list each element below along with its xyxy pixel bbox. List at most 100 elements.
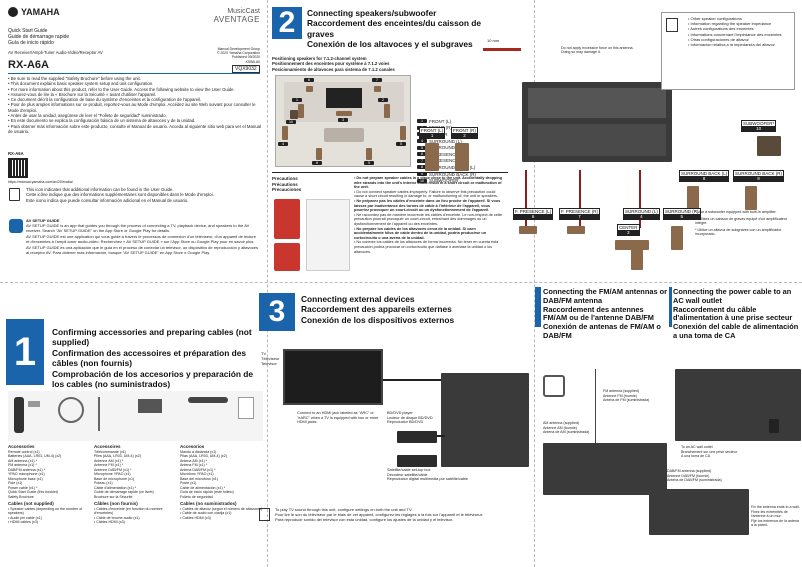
tv-label: TV Téléviseur Televisor bbox=[261, 351, 280, 366]
config-link[interactable]: Information regarding the speaker impeda… bbox=[688, 21, 790, 26]
sub-note: * Utilisez un caisson de graves équipé d… bbox=[695, 216, 788, 226]
accessory-item: Base de microphone (x1) bbox=[94, 476, 135, 481]
outlet-label: To an AC wall outlet Branchement sur une… bbox=[681, 445, 737, 458]
room-tag: 7 bbox=[372, 78, 382, 82]
rear-label-text: CENTER bbox=[619, 225, 638, 230]
microphone-icon bbox=[138, 399, 162, 413]
av-setup-es: AV SETUP GUIDE es una aplicación que le … bbox=[26, 245, 258, 255]
room-tag: 8 bbox=[312, 161, 322, 165]
fix-note: Fix the antenna ends to a wall. Fixez le… bbox=[751, 505, 800, 527]
note-icon bbox=[9, 188, 20, 201]
room-diagram: 1 2 3 4 5 6 7 8 9 10 bbox=[275, 75, 411, 167]
rear-label-code: 9 bbox=[734, 176, 784, 181]
step2-panel: 2 Connecting speakers/subwoofer Raccorde… bbox=[267, 0, 802, 282]
room-tag: 9 bbox=[364, 161, 374, 165]
rear-label-text: SURROUND (R) bbox=[665, 209, 699, 214]
receiver-power-panel bbox=[675, 369, 801, 441]
precaution-text: Ne préparez pas les câbles d'enceinte da… bbox=[354, 199, 506, 213]
config-link[interactable]: Información relativa a la impedancia del… bbox=[688, 42, 790, 47]
positioning-en: Positioning speakers for 7.1.2-channel s… bbox=[272, 56, 367, 61]
fold-line bbox=[267, 0, 268, 567]
legend-name: SURROUND BACK (R) bbox=[429, 171, 477, 177]
speaker-wire bbox=[525, 170, 527, 230]
power-cable-icon bbox=[188, 397, 228, 403]
cables-title: Cables (not supplied) bbox=[8, 501, 54, 506]
speaker-icon bbox=[316, 148, 322, 160]
rear-label-text: F. PRESENCE (L) bbox=[515, 209, 552, 214]
av-setup-fr: AV SETUP GUIDE est une application qui v… bbox=[26, 234, 256, 244]
accessory-item: Guide de démarrage rapide (ce livret) bbox=[94, 490, 154, 494]
speaker-terminals bbox=[528, 124, 666, 156]
accessories-title: Accesorios bbox=[180, 444, 205, 449]
note-text: This icon indicates that additional info… bbox=[26, 187, 174, 192]
speaker-icon bbox=[282, 126, 288, 140]
speaker-icon bbox=[615, 240, 649, 250]
config-link[interactable]: Other speaker configurations bbox=[688, 16, 790, 21]
cable-item: Cables HDMI (x3) bbox=[180, 516, 264, 521]
config-link[interactable]: Autres configurations des enceintes bbox=[688, 26, 790, 31]
speaker-icon bbox=[687, 186, 699, 210]
room-tag: 3 bbox=[338, 118, 348, 122]
legend-code: 8 bbox=[417, 165, 427, 170]
musiccast-logo: MusicCast AVENTAGE bbox=[206, 8, 260, 24]
accessory-item: Remote control (x1) bbox=[8, 449, 40, 454]
step5-title-en: Connecting the power cable to an AC wall… bbox=[673, 287, 792, 305]
other-configs-box: Other speaker configurations Information… bbox=[661, 12, 795, 90]
rear-label-sr-r: SURROUND (R)5 bbox=[663, 208, 701, 220]
wire-note: Do not apply excessive force on this ant… bbox=[561, 46, 634, 55]
room-tag: 2 bbox=[378, 98, 388, 102]
legend-code: 1 bbox=[417, 119, 427, 124]
cable-prep-illustration bbox=[306, 199, 350, 271]
accessories-fr: Accessoires Télécommande (x1) Piles (AAA… bbox=[94, 444, 176, 525]
icon-notes: This icon indicates that additional info… bbox=[26, 187, 258, 203]
legend-name: F. PRESENCE (L) bbox=[429, 151, 466, 157]
sofa-icon bbox=[324, 128, 364, 142]
manual-url[interactable]: https://manual.yamaha.com/av/20/rxa6a/ bbox=[8, 180, 73, 184]
step5-panel: Connecting the power cable to an AC wall… bbox=[649, 283, 802, 567]
cable-warning-icon bbox=[274, 199, 300, 239]
rear-label-text: SURROUND BACK (L) bbox=[681, 171, 728, 176]
accessory-item: Antenne AM (x1) * bbox=[94, 458, 124, 463]
cover-title: Quick Start Guide bbox=[8, 28, 48, 34]
step4-title-en: Connecting the FM/AM antennas or DAB/FM … bbox=[543, 287, 667, 305]
legend-name: SURROUND (R) bbox=[429, 145, 463, 151]
precautions-title: Precautions Précautions Precauciones bbox=[272, 176, 304, 193]
musiccast-bottom: AVENTAGE bbox=[213, 15, 260, 24]
note-text: Cette icône indique que des informations… bbox=[26, 192, 214, 198]
config-link[interactable]: Otras configuraciones de altavoz bbox=[688, 37, 790, 42]
published: Published 09/2020 bbox=[231, 55, 260, 60]
accessory-item: Cable de alimentación (x1) * bbox=[180, 485, 226, 490]
config-link[interactable]: Informations concernant l'impédance des … bbox=[688, 32, 790, 37]
legend-code: 9 bbox=[417, 172, 427, 177]
room-tag: 1 bbox=[292, 98, 302, 102]
cover-title: Guide de démarrage rapide bbox=[8, 34, 70, 40]
accessory-item: Safety Brochure bbox=[8, 494, 34, 499]
note-icon bbox=[666, 18, 678, 32]
legend-code: 4 bbox=[417, 139, 427, 144]
precaution-text: No conecte los cables de los altavoces d… bbox=[354, 240, 506, 254]
rear-label-text: SURROUND (L) bbox=[625, 209, 658, 214]
manual-dev: Manual Development Group bbox=[217, 47, 260, 51]
sub-notes: * Use a subwoofer equipped with built-in… bbox=[695, 210, 799, 237]
speaker-icon bbox=[374, 86, 381, 92]
rear-label-sb-r: SURROUND BACK (R)9 bbox=[733, 170, 785, 182]
positioning-es: Posicionamiento de altavoces para sistem… bbox=[272, 66, 395, 72]
bullet-text: Be sure to read the supplied "Safety Bro… bbox=[8, 76, 263, 81]
am-antenna-icon bbox=[58, 397, 84, 423]
note-es: Para reproducir sonido del televisor con… bbox=[275, 517, 454, 522]
note-icon bbox=[259, 508, 270, 521]
accessory-item: Poste (x1) bbox=[180, 481, 197, 485]
accessory-item: Pilas (AAA, LR03, UM-4) (x2) bbox=[180, 454, 227, 458]
fm-antenna-icon bbox=[98, 397, 100, 431]
model-name: RX-A6A bbox=[8, 59, 49, 71]
tv-icon bbox=[283, 349, 383, 405]
step-number: 2 bbox=[272, 7, 302, 39]
cables-title: Câbles (non fournis) bbox=[94, 501, 138, 506]
speaker-icon bbox=[671, 226, 683, 250]
cable-item: Cables de altavoz (según el número de al… bbox=[180, 507, 264, 512]
step4-panel: 4 Connecting the FM/AM antennas or DAB/F… bbox=[535, 283, 669, 567]
